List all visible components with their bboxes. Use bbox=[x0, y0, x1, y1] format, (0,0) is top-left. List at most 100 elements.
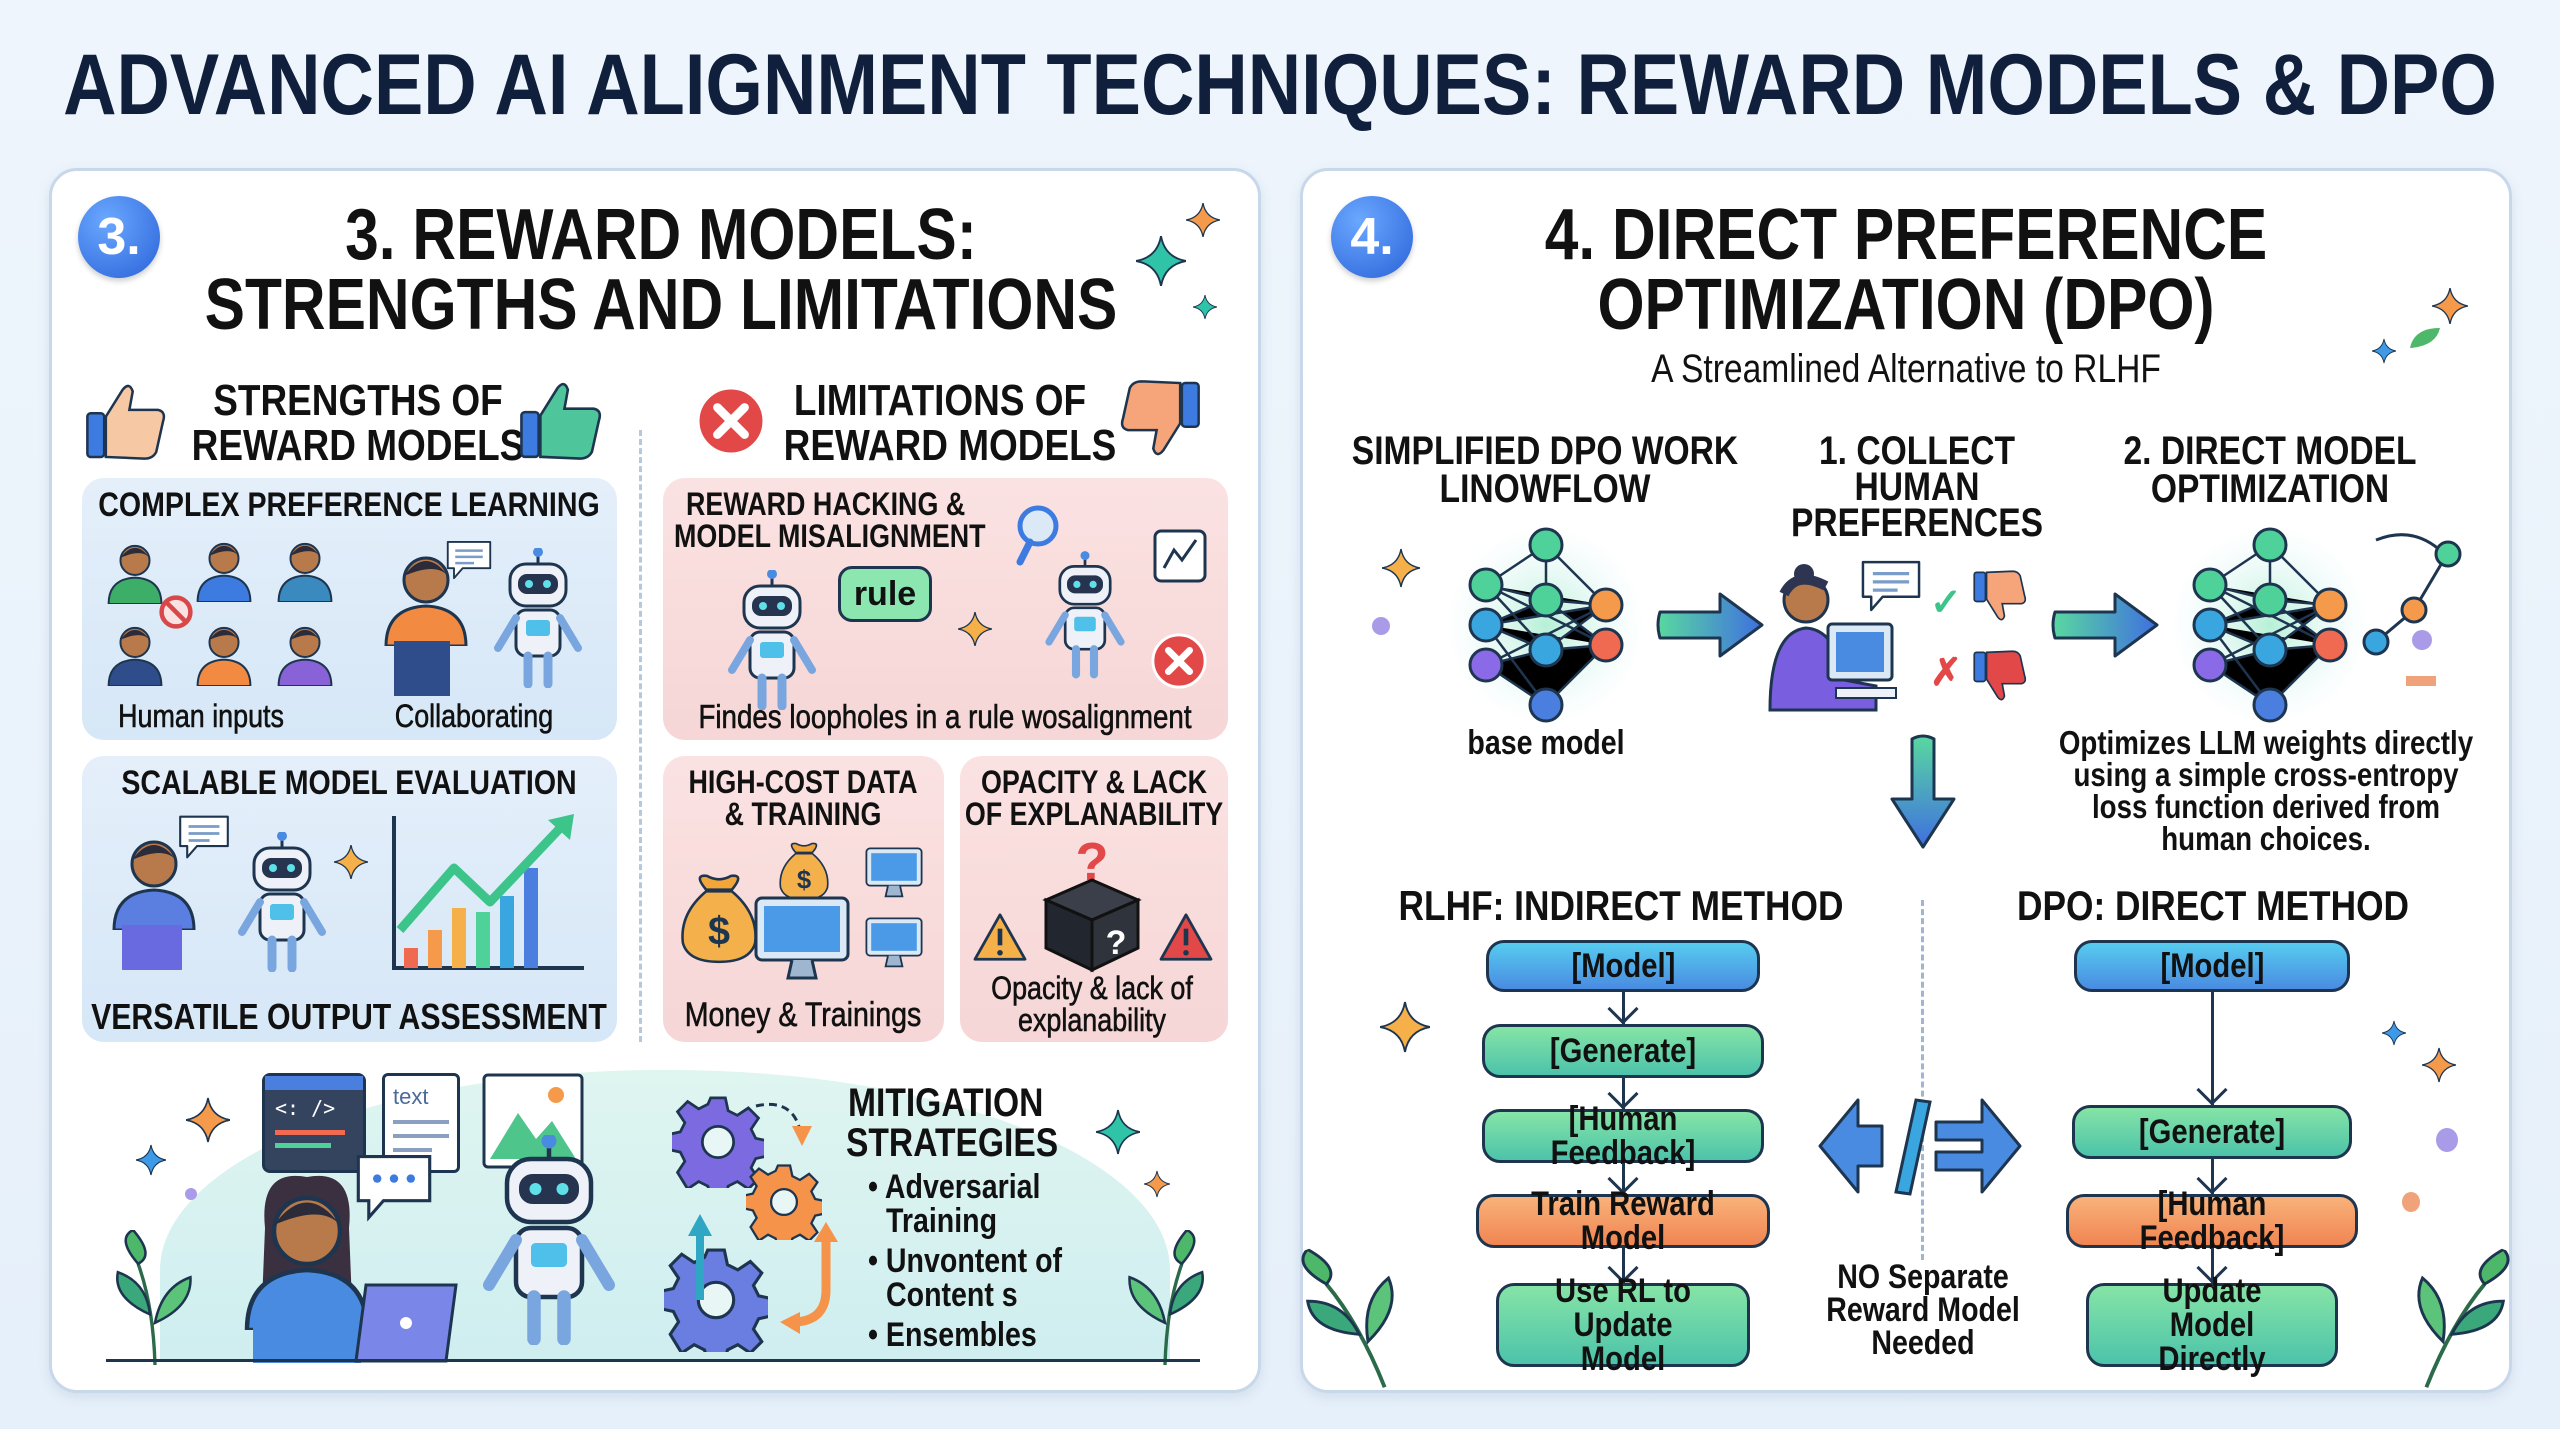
rlhf-model-step: [Model] bbox=[1486, 940, 1760, 992]
leaf-icon bbox=[2410, 328, 2440, 348]
card-title-line2: OF EXPLANABILITY bbox=[964, 796, 1224, 832]
step2-description-line: human choices. bbox=[2161, 820, 2371, 857]
sparkle-icon bbox=[2422, 1046, 2456, 1084]
card-title-line2: MODEL MISALIGNMENT bbox=[674, 518, 986, 554]
chat-bubble-icon bbox=[356, 1154, 432, 1222]
flow-connector bbox=[1622, 1248, 1625, 1283]
card-caption-line2: explanability bbox=[1018, 1002, 1166, 1038]
step2-description-line: using a simple cross-entropy bbox=[2073, 756, 2459, 793]
monitor-icon bbox=[864, 846, 924, 900]
card-caption: Collaborating bbox=[394, 698, 554, 734]
rlhf-human-feedback-step: [Human Feedback] bbox=[1482, 1102, 1764, 1170]
person-icon bbox=[384, 556, 468, 696]
dot-decoration bbox=[2436, 1128, 2458, 1152]
robot-icon bbox=[474, 1120, 624, 1360]
sparkle-icon bbox=[2382, 1020, 2406, 1046]
card-caption: Money & Trainings bbox=[684, 996, 922, 1034]
optimized-model-network-icon bbox=[2170, 525, 2370, 725]
image-icon bbox=[482, 1073, 584, 1169]
step1-heading-line3: PREFERENCES bbox=[1790, 501, 2044, 545]
card-title-line1: HIGH-COST DATA bbox=[688, 764, 918, 800]
svg-text:?: ? bbox=[1106, 924, 1127, 962]
code-label: <: /> bbox=[275, 1096, 336, 1120]
warning-icon bbox=[972, 912, 1028, 962]
rlhf-use-rl-step: Use RL to Update Model bbox=[1496, 1274, 1750, 1376]
step2-description-line: Optimizes LLM weights directly bbox=[2058, 724, 2474, 761]
strengths-heading-line2: REWARD MODELS bbox=[191, 421, 525, 470]
warning-icon bbox=[1158, 912, 1214, 962]
workflow-heading-line1: SIMPLIFIED DPO WORK bbox=[1351, 429, 1739, 473]
flow-connector bbox=[2211, 1248, 2214, 1283]
mitigation-heading-line2: STRATEGIES bbox=[846, 1121, 1059, 1165]
card-title-line1: REWARD HACKING & bbox=[686, 486, 966, 522]
panel-4-subtitle: A Streamlined Alternative to RLHF bbox=[1651, 347, 2161, 391]
dpo-human-feedback-step: [Human Feedback] bbox=[2066, 1187, 2358, 1255]
step1-heading-line2: HUMAN bbox=[1854, 465, 1980, 509]
black-box-icon: ?? bbox=[1042, 832, 1142, 973]
base-model-caption: base model bbox=[1467, 724, 1625, 762]
flow-connector bbox=[2211, 1159, 2214, 1194]
card-caption: Findes loopholes in a rule wosalignment bbox=[698, 698, 1192, 735]
arrow-right-icon bbox=[2050, 590, 2162, 660]
x-circle-icon bbox=[694, 384, 768, 458]
chat-bubble-icon bbox=[1858, 556, 1924, 616]
flow-connector bbox=[1622, 1078, 1625, 1109]
thumbs-up-icon bbox=[518, 376, 604, 462]
dpo-model-step: [Model] bbox=[2074, 940, 2350, 992]
middle-note-line: Reward Model bbox=[1826, 1291, 2020, 1329]
leaf-icon bbox=[1120, 1230, 1210, 1365]
main-title: ADVANCED AI ALIGNMENT TECHNIQUES: REWARD… bbox=[63, 37, 2497, 133]
step2-heading-line1: 2. DIRECT MODEL bbox=[2123, 429, 2417, 473]
sparkle-icon bbox=[1096, 1108, 1140, 1156]
person-icon bbox=[272, 536, 338, 602]
thumbs-down-icon bbox=[1118, 378, 1202, 462]
flow-connector bbox=[1622, 1163, 1625, 1194]
card-caption: Human inputs bbox=[118, 698, 284, 734]
dpo-heading: DPO: DIRECT METHOD bbox=[2017, 882, 2409, 929]
person-at-computer-icon bbox=[1768, 564, 1897, 712]
cross-icon: ✗ bbox=[1930, 652, 1962, 694]
chart-icon bbox=[1153, 529, 1207, 583]
mitigation-heading-line1: MITIGATION bbox=[848, 1081, 1044, 1125]
thumbs-down-icon bbox=[1972, 568, 2028, 626]
base-model-network-icon bbox=[1446, 525, 1646, 725]
panel-3-title-line2: STRENGTHS AND LIMITATIONS bbox=[204, 265, 1118, 345]
code-window-icon: <: /> bbox=[262, 1073, 366, 1173]
robot-icon bbox=[488, 548, 588, 688]
person-icon bbox=[272, 620, 338, 686]
flow-connector bbox=[1622, 992, 1625, 1024]
section-divider bbox=[639, 430, 642, 1042]
section-4-badge: 4. bbox=[1331, 196, 1413, 278]
magnifier-icon bbox=[1016, 505, 1059, 566]
limitations-heading-line1: LIMITATIONS OF bbox=[793, 376, 1087, 425]
sparkle-icon bbox=[2432, 288, 2468, 324]
mitigation-bullet-cont: Training bbox=[886, 1202, 998, 1240]
baseline-divider bbox=[106, 1359, 1200, 1362]
money-bag-icon bbox=[776, 840, 832, 902]
laptop-icon bbox=[354, 1283, 458, 1363]
growth-chart-icon bbox=[392, 814, 584, 970]
workflow-heading-line2: LINOWFLOW bbox=[1439, 467, 1651, 511]
check-icon: ✓ bbox=[1930, 582, 1962, 624]
rlhf-generate-step: [Generate] bbox=[1482, 1024, 1764, 1078]
card-title: SCALABLE MODEL EVALUATION bbox=[121, 764, 577, 802]
robot-icon bbox=[722, 570, 822, 710]
monitor-icon bbox=[864, 916, 924, 970]
dot-decoration bbox=[2402, 1192, 2420, 1212]
step2-description-line: loss function derived from bbox=[2091, 788, 2441, 825]
card-title-line1: OPACITY & LACK bbox=[981, 764, 1207, 800]
mitigation-bullet: • Unvontent of bbox=[868, 1242, 1063, 1280]
card-title-line2: & TRAINING bbox=[724, 796, 882, 832]
sparkle-icon bbox=[186, 1096, 230, 1144]
sparkle-icon bbox=[1186, 203, 1220, 237]
sparkle-icon bbox=[1380, 1000, 1430, 1054]
thumbs-up-icon bbox=[84, 378, 168, 462]
arrow-down-icon bbox=[1890, 734, 1956, 849]
leaf-icon bbox=[110, 1230, 200, 1365]
sparkle-icon bbox=[1136, 236, 1186, 286]
sparkle-icon bbox=[1144, 1168, 1170, 1200]
comparison-arrows-icon bbox=[1818, 1098, 2022, 1196]
money-bag-icon bbox=[676, 870, 762, 966]
panel-4-title-line1: 4. DIRECT PREFERENCE bbox=[1544, 195, 2268, 275]
dpo-update-model-step: Update Model Directly bbox=[2086, 1274, 2338, 1376]
